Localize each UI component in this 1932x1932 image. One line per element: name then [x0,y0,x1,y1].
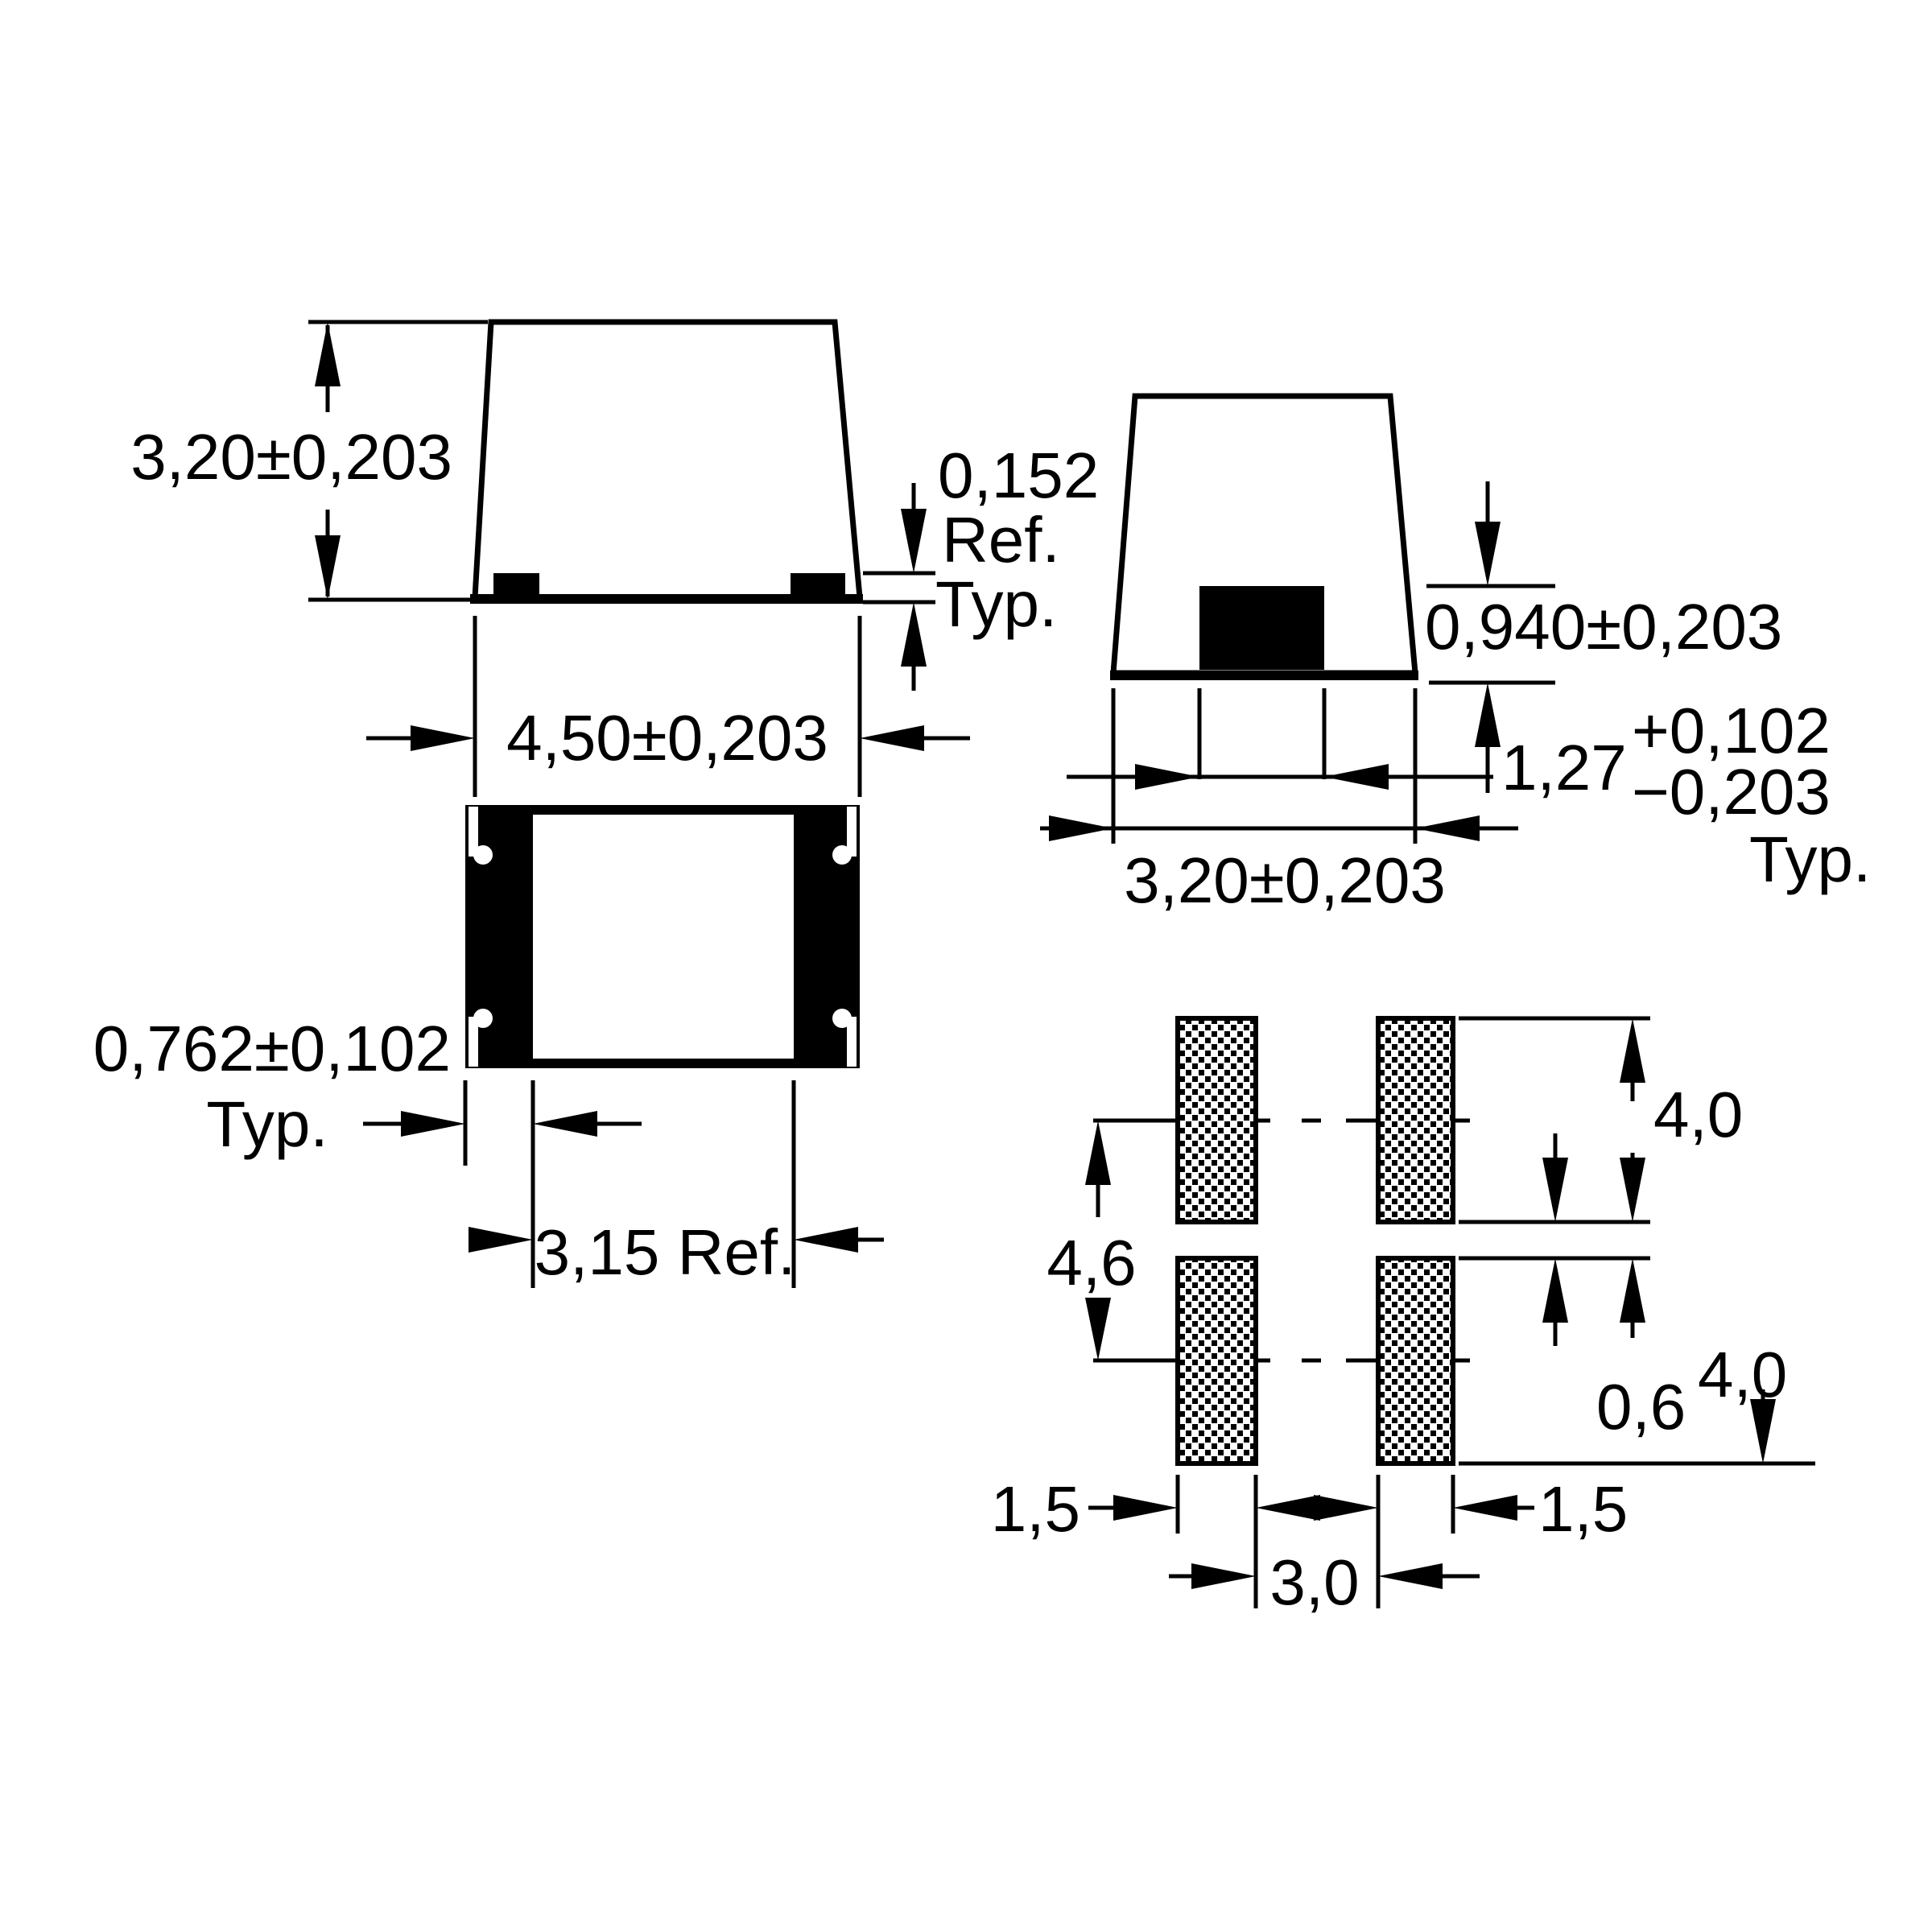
front-view [470,319,863,604]
arrowhead-right [1191,1563,1256,1589]
terminal-height-dimension: 0,940±0,203 [1425,481,1782,793]
arrowhead-left [794,1227,858,1253]
terminal-spacing-label: 3,15 Ref. [535,1216,796,1288]
bottom-view-inner [533,815,794,1059]
terminal-notch [847,1017,857,1067]
arrowhead-left [1256,1495,1320,1521]
arrowhead-left [1324,764,1389,790]
arrowhead-left [1415,815,1480,841]
row-gap-label: 0,6 [1596,1371,1686,1443]
pad-top-right [1376,1016,1455,1224]
land-pattern [1093,1016,1470,1466]
arrowhead-left [1453,1495,1517,1521]
terminal-length-dimension: 1,27 +0,102 −0,203 Typ. [1067,688,1871,895]
arrowhead-right [469,1227,533,1253]
arrowhead-up [1620,1258,1645,1323]
arrowhead-down [1750,1399,1776,1463]
pad-bottom-right [1376,1256,1455,1466]
terminal-notch [832,845,852,865]
pad-length-bottom-dimension: 4,0 [1459,1256,1815,1466]
arrowhead-right [401,1111,465,1137]
arrowhead-down [901,509,927,573]
pad-width-right-label: 1,5 [1538,1473,1628,1545]
arrowhead-left [533,1111,597,1137]
terminal-plating-dimension: 0,152 Ref. Typ. [863,440,1099,691]
arrowhead-up [1542,1258,1568,1323]
terminal-notch [473,1009,493,1028]
arrowhead-right [1135,764,1199,790]
row-pitch-dimension: 4,6 [1046,1121,1137,1360]
pad-width-left-label: 1,5 [991,1473,1080,1545]
terminal-notch [847,807,857,857]
terminal-notch [832,1009,852,1028]
arrowhead-right [411,725,475,751]
arrowhead-up [315,322,341,386]
pad-gap-label: 3,0 [1269,1546,1359,1618]
arrowhead-left [860,725,924,751]
pad-length-bottom-label: 4,0 [1698,1339,1787,1410]
side-view [1110,393,1418,680]
terminal-width-label: 0,762±0,102 [93,1013,451,1084]
plating-value-label: 0,152 [938,440,1099,511]
bottom-view [465,805,860,1068]
pad-top-left [1175,1016,1258,1224]
arrowhead-right [1314,1495,1378,1521]
pad-gap-dimension: 3,0 [1169,1546,1480,1618]
arrowhead-up [901,602,927,667]
pad-width-dimensions: 1,5 1,5 [991,1473,1628,1608]
side-width-dimension: 3,20±0,203 [1040,688,1518,916]
row-gap-dimension: 0,6 [1542,1133,1686,1443]
terminal-width-dimension: 0,762±0,102 Typ. [93,1013,642,1288]
tolerance-typ-label: Typ. [1749,824,1871,895]
terminal-notch [469,1017,478,1067]
plating-typ-label: Typ. [935,568,1057,640]
arrowhead-down [1085,1298,1111,1360]
arrowhead-down [1620,1158,1645,1222]
arrowhead-up [1085,1121,1111,1185]
front-height-dimension: 3,20±0,203 [130,320,488,602]
row-pitch-label: 4,6 [1046,1227,1136,1298]
arrowhead-left [1378,1563,1443,1589]
arrowhead-down [1475,522,1501,586]
pad-bottom-left [1175,1256,1258,1466]
side-width-label: 3,20±0,203 [1124,844,1446,916]
arrowhead-right [1049,815,1113,841]
terminal-notch [469,807,478,857]
arrowhead-up [1475,683,1501,747]
pad-length-top-label: 4,0 [1653,1079,1743,1150]
terminal-width-typ-label: Typ. [206,1088,328,1160]
front-terminal-left [493,573,539,597]
terminal-spacing-dimension: 3,15 Ref. [469,1080,884,1288]
side-terminal [1199,586,1324,670]
arrowhead-up [1620,1018,1645,1083]
arrowhead-down [315,535,341,600]
front-terminal-right [791,573,845,597]
front-view-outline [472,319,863,601]
front-width-label: 4,50±0,203 [506,702,828,774]
tolerance-plus-label: +0,102 [1632,695,1831,766]
terminal-notch [473,845,493,865]
terminal-height-label: 0,940±0,203 [1425,591,1782,663]
front-width-dimension: 4,50±0,203 [366,616,970,797]
front-height-label: 3,20±0,203 [130,421,452,493]
arrowhead-right [1113,1495,1178,1521]
terminal-length-label: 1,27 [1501,732,1627,803]
pad-length-top-dimension: 4,0 [1459,1016,1743,1224]
plating-ref-label: Ref. [942,504,1060,576]
arrowhead-down [1542,1158,1568,1222]
tolerance-minus-label: −0,203 [1632,756,1831,828]
